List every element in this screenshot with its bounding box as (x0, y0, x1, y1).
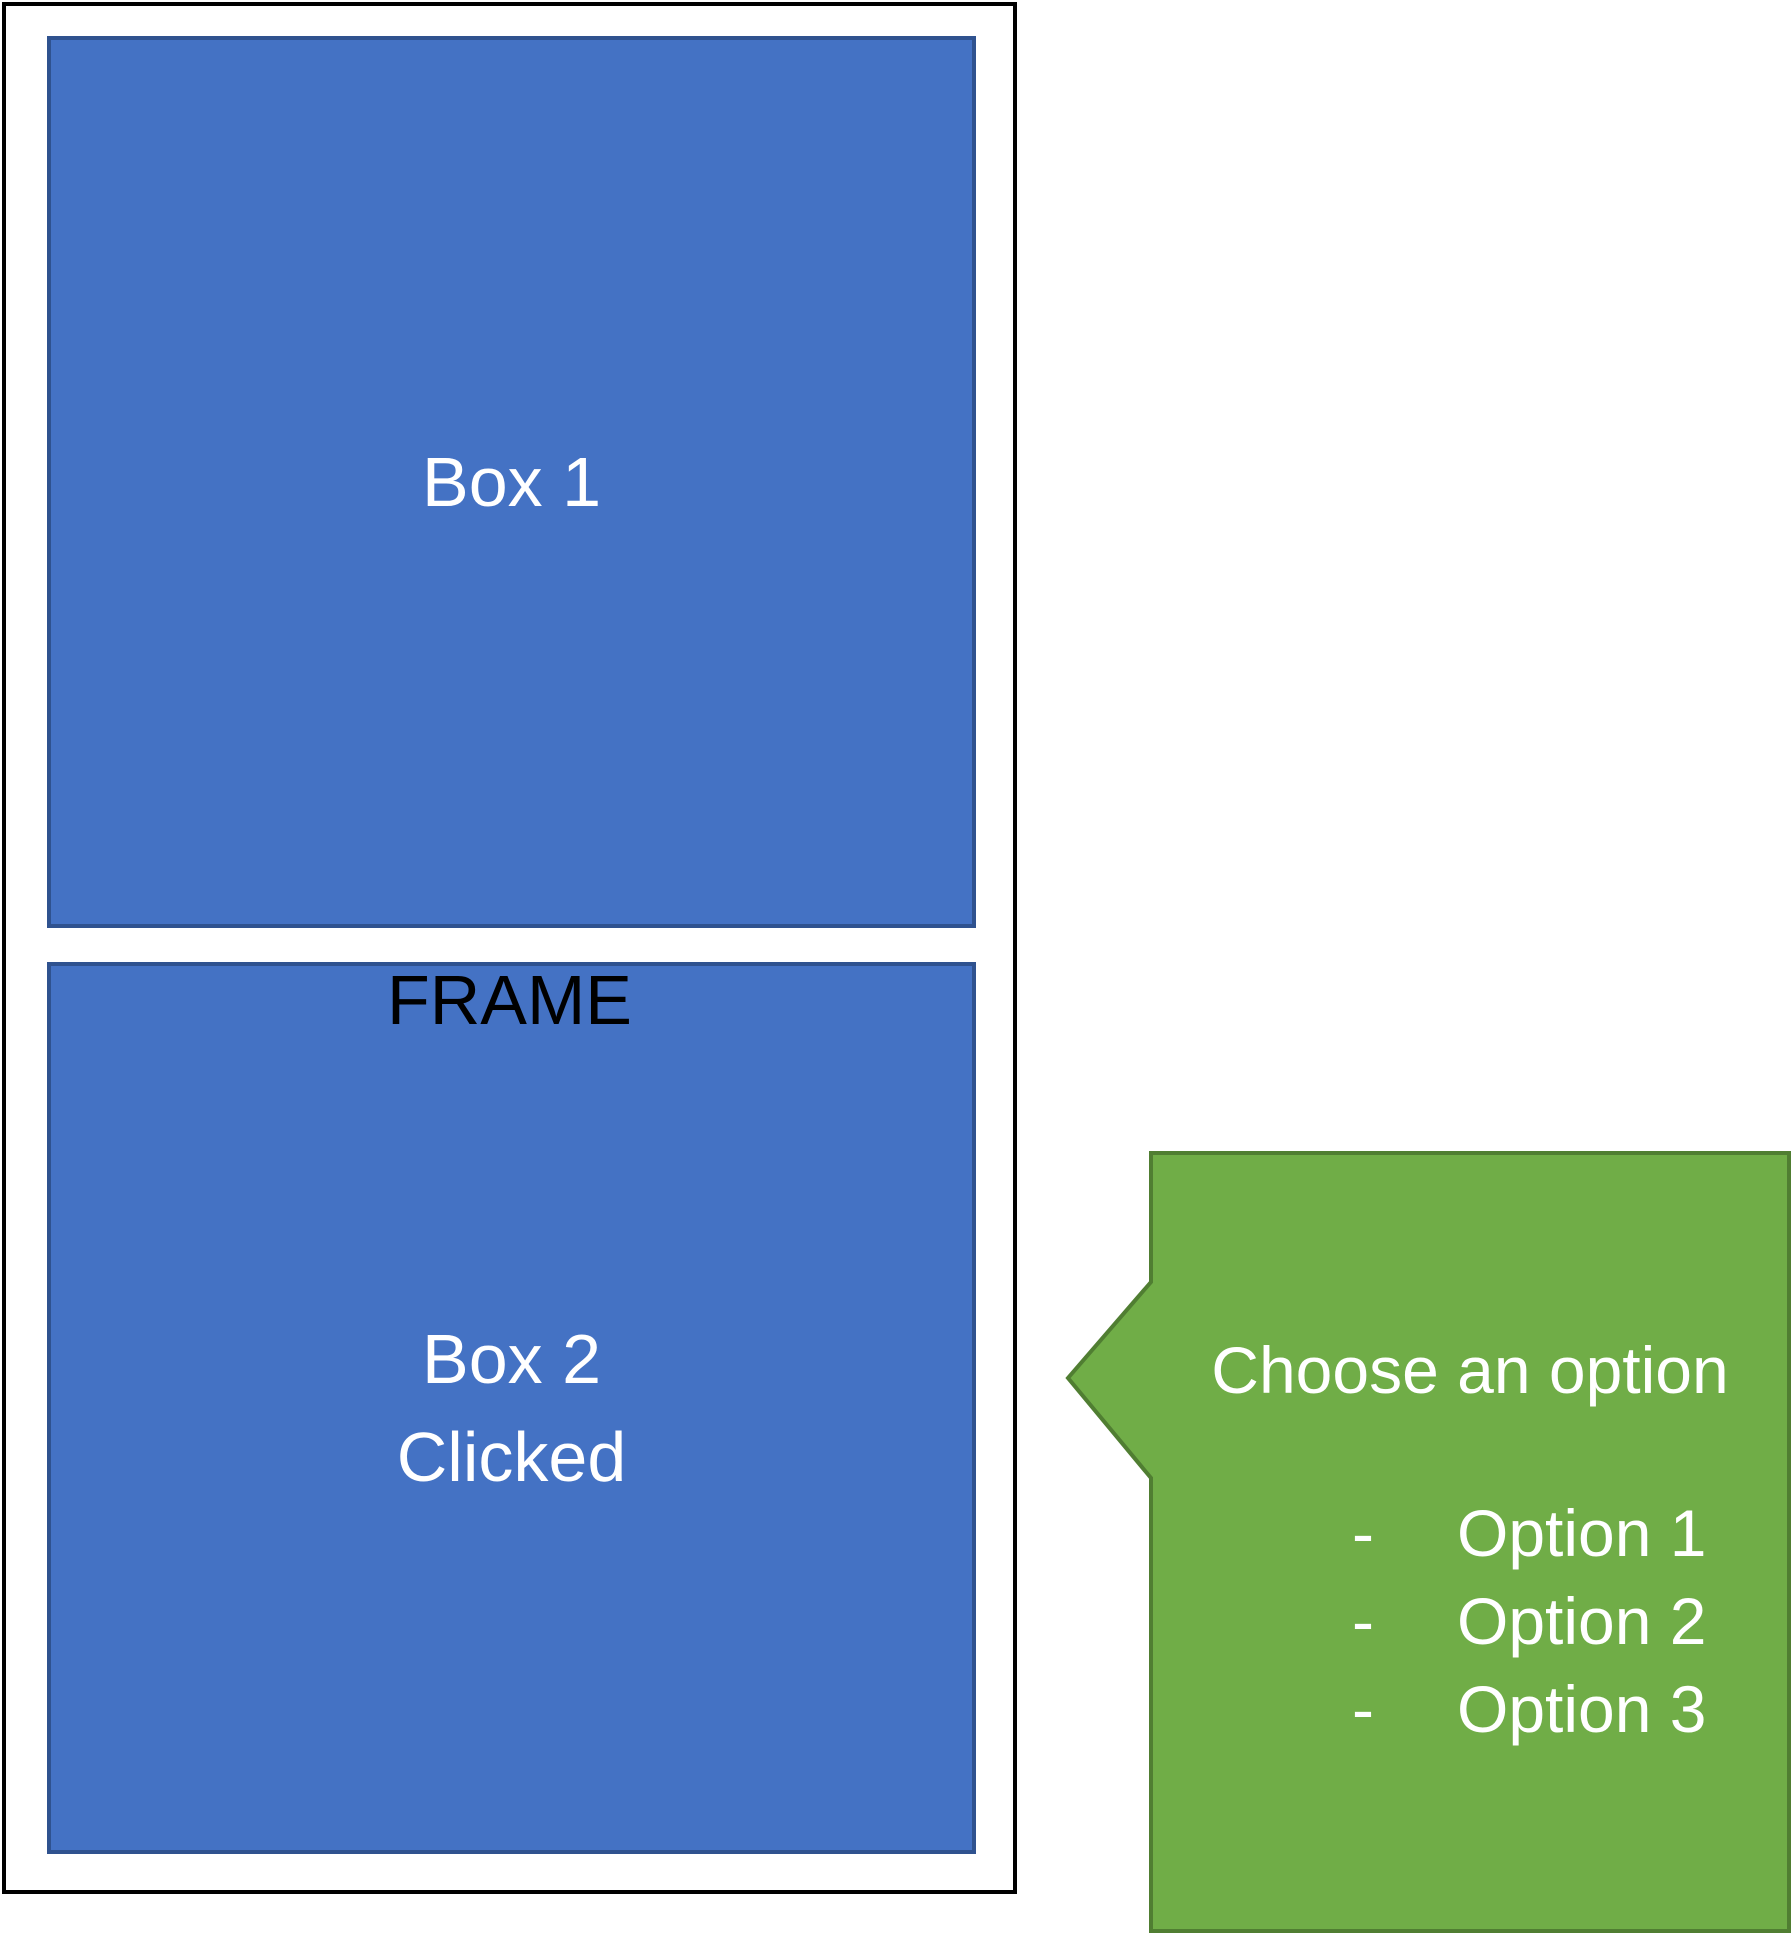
callout-shape (1065, 1151, 1791, 1933)
option-bullet: - (1352, 1672, 1374, 1746)
option-bullet: - (1352, 1584, 1374, 1658)
callout-pointer-shape (1065, 1151, 1791, 1933)
callout-title: Choose an option (1211, 1333, 1729, 1407)
option-label: Option 1 (1457, 1496, 1707, 1570)
box-1-label: Box 1 (422, 443, 601, 521)
frame-label: FRAME (387, 961, 632, 1039)
option-label: Option 3 (1457, 1672, 1707, 1746)
option-label: Option 2 (1457, 1584, 1707, 1658)
callout-content: Choose an option - Option 1 - Option 2 -… (1150, 1325, 1790, 1753)
option-item-3[interactable]: - Option 3 (1150, 1665, 1790, 1753)
box-1[interactable]: Box 1 (47, 36, 976, 928)
box-2[interactable]: Box 2 Clicked (47, 962, 976, 1854)
options-callout: Choose an option - Option 1 - Option 2 -… (1064, 1150, 1791, 1934)
option-item-2[interactable]: - Option 2 (1150, 1577, 1790, 1665)
box-2-status: Clicked (396, 1418, 627, 1496)
options-list: - Option 1 - Option 2 - Option 3 (1150, 1489, 1790, 1753)
option-item-1[interactable]: - Option 1 (1150, 1489, 1790, 1577)
box-2-label: Box 2 (422, 1320, 601, 1398)
option-bullet: - (1352, 1496, 1374, 1570)
